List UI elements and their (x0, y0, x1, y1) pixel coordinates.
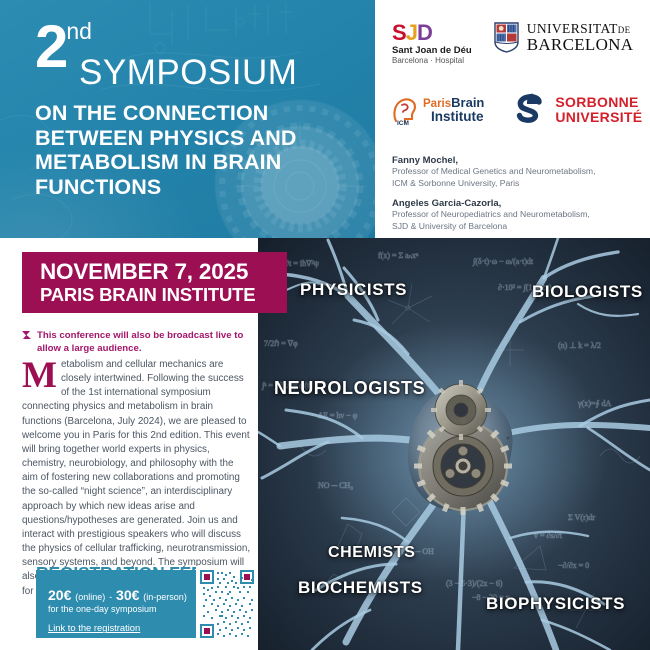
registration-link[interactable]: Link to the registration (48, 622, 141, 634)
sorbonne-wordmark: SORBONNE UNIVERSITÉ (555, 95, 642, 124)
header-blue-panel: 2nd SYMPOSIUM ON THE CONNECTION BETWEEN … (0, 0, 375, 238)
event-date: NOVEMBER 7, 2025 (40, 259, 249, 285)
speaker-role: Professor of Medical Genetics and Neurom… (392, 166, 642, 189)
ub-line2: BARCELONA (526, 34, 634, 54)
ordinal-number: 2 (35, 13, 68, 80)
registration-details: 20€ (online) - 30€ (in-person) for the o… (48, 587, 228, 636)
event-venue: PARIS BRAIN INSTITUTE (40, 283, 256, 305)
registration-qr[interactable] (196, 566, 258, 642)
broadcast-text: This conference will also be broadcast l… (37, 330, 244, 354)
price-inperson: 30€ (116, 587, 140, 603)
symposium-ordinal-line: 2nd SYMPOSIUM (35, 13, 365, 92)
broadcast-note: This conference will also be broadcast l… (22, 330, 254, 356)
speaker-role-line2: ICM & Sorbonne University, Paris (392, 177, 520, 188)
icm-line1: ParisBrain (423, 96, 484, 111)
sorbonne-line2: UNIVERSITÉ (555, 109, 643, 125)
label-physicists: PHYSICISTS (300, 280, 408, 299)
logo-sjd: SJD Sant Joan de Déu Barcelona · Hospita… (392, 22, 472, 65)
poster-header: 2nd SYMPOSIUM ON THE CONNECTION BETWEEN … (0, 0, 650, 238)
speaker-item: Angeles Garcia-Cazorla, Professor of Neu… (392, 198, 642, 232)
neuron-illustration: ∂ψ/∂t = iħ∇²ψ f(x) = Σ aₙxⁿ ∫(δ·t)·ω − ω… (258, 238, 650, 650)
symposium-subtitle: ON THE CONNECTION BETWEEN PHYSICS AND ME… (35, 101, 297, 199)
speakers-list: Fanny Mochel, Professor of Medical Genet… (392, 155, 642, 241)
speaker-role-line2: SJD & University of Barcelona (392, 220, 508, 231)
label-biologists: BIOLOGISTS (532, 282, 643, 301)
icm-wordmark: ParisBrain Institute (423, 96, 484, 124)
registration-heading: REGISTRATION FEES (36, 563, 215, 583)
speaker-name: Angeles Garcia-Cazorla, (392, 198, 502, 210)
speaker-role-line1: Professor of Medical Genetics and Neurom… (392, 166, 596, 176)
ub-line1-main: UNIVERSITAT (526, 21, 618, 36)
speaker-role-line1: Professor of Neuropediatrics and Neurome… (392, 209, 590, 220)
sjd-letter-j: J (405, 20, 418, 45)
ub-wordmark: UNIVERSITATDE BARCELONA (527, 22, 634, 53)
icm-paris: Paris (423, 97, 452, 110)
broadcast-arrow-icon (22, 331, 31, 339)
ub-line1: UNIVERSITATDE (527, 22, 634, 36)
sorbonne-s-dome-icon (517, 93, 543, 123)
logo-universitat-barcelona: UNIVERSITATDE BARCELONA (494, 22, 634, 53)
logo-row-primary: SJD Sant Joan de Déu Barcelona · Hospita… (392, 22, 633, 65)
logo-sorbonne: SORBONNE UNIVERSITÉ (514, 93, 642, 127)
sorbonne-line1: SORBONNE (555, 94, 639, 111)
symposium-word: SYMPOSIUM (79, 53, 298, 92)
price-online: 20€ (48, 587, 72, 603)
label-neurologists: NEUROLOGISTS (274, 378, 426, 398)
sjd-letter-s: S (392, 20, 407, 45)
label-biochemists: BIOCHEMISTS (298, 578, 423, 597)
sjd-location: Barcelona · Hospital (392, 55, 465, 65)
price-inperson-label: (in-person) (143, 592, 187, 602)
icm-head-icon: ICM (393, 98, 417, 125)
symposium-title-block: 2nd SYMPOSIUM ON THE CONNECTION BETWEEN … (35, 13, 365, 199)
icm-institute: Institute (431, 109, 484, 125)
price-separator: - (109, 592, 113, 602)
neuron-photo: ∂ψ/∂t = iħ∇²ψ f(x) = Σ aₙxⁿ ∫(δ·t)·ω − ω… (258, 238, 650, 650)
logo-row-secondary: ICM ParisBrain Institute SORBONNE UNIVER… (392, 93, 642, 127)
paragraph-dropcap: M (22, 355, 57, 396)
price-online-label: (online) (75, 592, 106, 602)
barcelona-crest-icon (494, 22, 519, 53)
speaker-item: Fanny Mochel, Professor of Medical Genet… (392, 155, 642, 189)
sjd-monogram: SJD (392, 22, 472, 44)
speaker-name: Fanny Mochel, (392, 155, 458, 166)
qr-code-icon[interactable] (198, 568, 256, 640)
icm-brain: Brain (451, 94, 485, 110)
sjd-letter-d: D (416, 20, 433, 45)
label-biophysicists: BIOPHYSICISTS (486, 594, 626, 613)
ub-line1-de: DE (617, 25, 631, 35)
registration-subtitle: for the one-day symposium (48, 604, 157, 615)
date-location-banner: NOVEMBER 7, 2025 PARIS BRAIN INSTITUTE (22, 252, 287, 313)
speaker-role: Professor of Neuropediatrics and Neurome… (392, 209, 642, 232)
logo-paris-brain-institute: ICM ParisBrain Institute (392, 95, 484, 125)
svg-text:ICM: ICM (397, 120, 409, 125)
ordinal-suffix: nd (66, 18, 92, 44)
sjd-name: Sant Joan de Déu (392, 45, 472, 56)
registration-prices: 20€ (online) - 30€ (in-person) (48, 587, 228, 603)
label-chemists: CHEMISTS (328, 544, 416, 561)
